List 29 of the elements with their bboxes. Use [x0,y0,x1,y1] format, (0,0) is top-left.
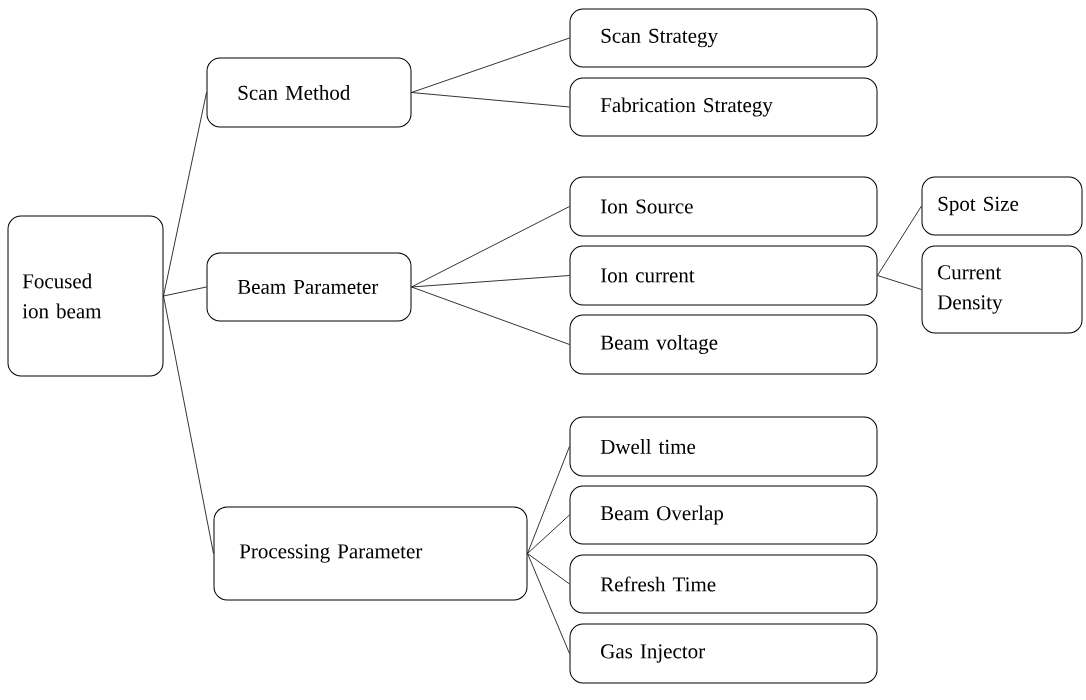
process-box: Ion Source [569,176,878,237]
process-box: Dwell time [569,416,878,477]
connector-line [411,206,570,288]
process-box: Beam voltage [569,314,878,375]
connector-line [877,275,922,290]
connector-line [877,205,922,276]
connector-line [411,275,570,288]
process-box: Refresh Time [569,554,878,614]
process-box: Scan Method [206,57,412,128]
process-box: Processing Parameter [213,506,528,601]
connector-line [411,37,570,93]
process-box: Spot Size [921,176,1083,236]
connector-line [527,553,570,654]
connector-line [411,92,570,108]
connector-line [163,295,214,554]
process-box: Scan Strategy [569,8,878,68]
connector-line [527,514,570,554]
process-box: Gas Injector [569,623,878,684]
process-box: Ion current [569,245,878,306]
connector-line [163,92,207,297]
connector-line [527,553,570,585]
connector-line [527,446,570,554]
process-box: Focused ion beam [7,215,164,377]
process-box: Fabrication Strategy [569,77,878,137]
process-box: Beam Overlap [569,485,878,545]
connector-line [163,286,207,297]
process-box: Current Density [921,245,1083,334]
connector-line [411,286,570,345]
process-box: Beam Parameter [206,252,412,322]
